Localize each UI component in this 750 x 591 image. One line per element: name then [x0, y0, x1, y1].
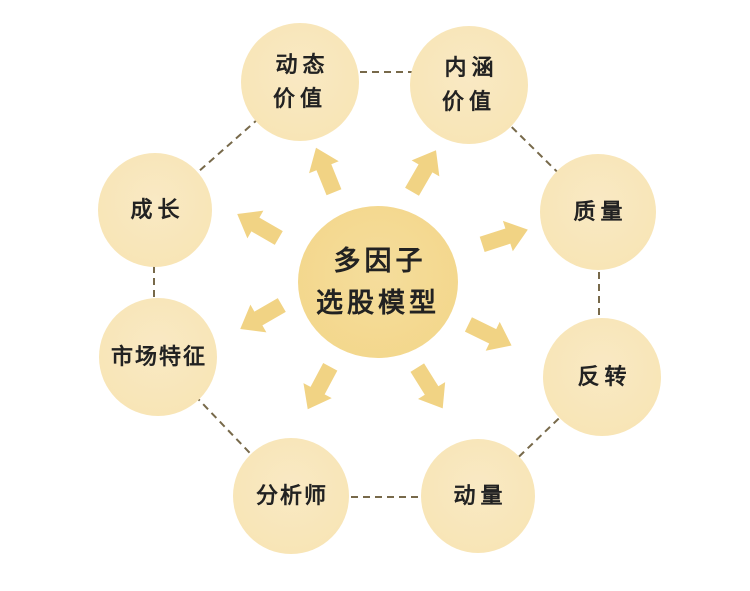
node-label: 动量 [453, 483, 508, 508]
arrow-toward-analyst-icon [303, 363, 338, 410]
arrow-toward-momentum-icon [410, 363, 446, 409]
node-market-characteristics: 市场特征 [99, 298, 217, 416]
radial-arrows [237, 147, 528, 410]
arrow-toward-dynamic-value-icon [309, 147, 342, 196]
node-label: 市场特征 [110, 344, 207, 369]
arrow-toward-market-characteristics-icon [240, 298, 286, 333]
center-node-label: 多因子 选股模型 [316, 246, 440, 318]
node-growth: 成长 [98, 153, 212, 267]
node-quality: 质量 [540, 154, 656, 270]
node-label: 成长 [130, 197, 185, 222]
node-label: 反转 [577, 364, 632, 389]
node-analyst: 分析师 [233, 438, 349, 554]
arrow-toward-reversal-icon [464, 317, 512, 351]
node-label: 质量 [573, 199, 628, 224]
arrow-toward-intrinsic-value-icon [405, 150, 440, 196]
node-label: 内涵 价值 [441, 55, 499, 114]
node-dynamic-value: 动态 价值 [241, 23, 359, 141]
node-label: 动态 价值 [272, 52, 330, 111]
arrow-toward-growth-icon [237, 210, 283, 245]
node-reversal: 反转 [543, 318, 661, 436]
node-momentum: 动量 [421, 439, 535, 553]
arrow-toward-quality-icon [479, 220, 528, 253]
node-intrinsic-value: 内涵 价值 [410, 26, 528, 144]
node-label: 分析师 [255, 483, 328, 508]
center-node-multi-factor-model: 多因子 选股模型 [298, 206, 458, 358]
